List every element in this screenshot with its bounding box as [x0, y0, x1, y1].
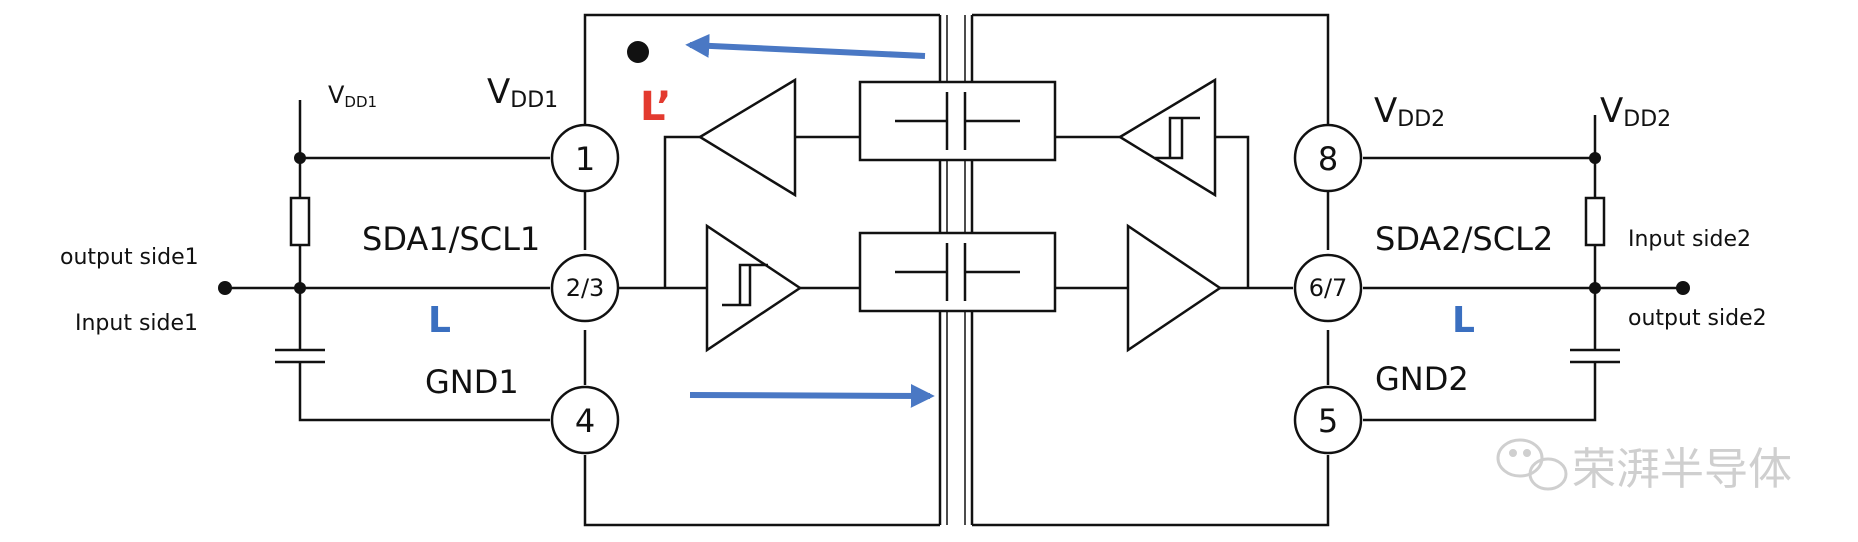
- pin-4: [550, 385, 620, 455]
- input-side1-label: Input side1: [75, 311, 198, 336]
- schmitt-hysteresis-icon: [722, 263, 768, 307]
- isolator-right-die-outline: [972, 13, 1330, 527]
- gnd1-label: GND1: [425, 363, 519, 401]
- buffer-left-top-icon: [697, 77, 797, 198]
- junction-dot: [294, 152, 306, 164]
- sda2-scl2-label: SDA2/SCL2: [1375, 220, 1553, 258]
- capacitor-coupler-bottom: [858, 231, 1057, 313]
- vdd1-label-left: VDD1: [328, 81, 377, 111]
- input-side2-label: Input side2: [1628, 227, 1751, 252]
- buffer-right-bottom-icon: [1126, 223, 1223, 353]
- pin-1: [550, 123, 620, 193]
- pin-6-7: [1293, 253, 1363, 323]
- schmitt-hysteresis-icon: [1155, 116, 1200, 160]
- pullup-resistor-right: [1584, 196, 1606, 247]
- signal-direction-arrow-leftward: [685, 33, 926, 59]
- pin-number: 4: [575, 402, 595, 440]
- vdd1-label-pin: VDD1: [487, 72, 558, 113]
- pin-8: [1293, 123, 1363, 193]
- junction-dot: [1589, 282, 1601, 294]
- vdd2-label-right: VDD2: [1600, 91, 1671, 132]
- ground-wire-left: [298, 362, 550, 422]
- l-label-left: L: [428, 300, 451, 341]
- pullup-resistor-left: [289, 196, 311, 247]
- junction-dot: [1589, 152, 1601, 164]
- terminal-dot-right: [1676, 281, 1690, 295]
- terminal-dot-left: [218, 281, 232, 295]
- pin-5: [1293, 385, 1363, 455]
- watermark-logo-icon: [1496, 438, 1568, 491]
- junction-dot: [294, 282, 306, 294]
- ground-wire-right: [1363, 362, 1597, 422]
- schmitt-buffer-left-bottom-icon: [705, 223, 803, 353]
- wire: [663, 135, 700, 288]
- pin-number: 5: [1318, 402, 1338, 440]
- gnd2-label: GND2: [1375, 360, 1469, 398]
- pin-number: 8: [1318, 140, 1338, 178]
- pin-number: 2/3: [566, 274, 605, 302]
- pin-2-3: [550, 253, 620, 323]
- l-label-right: L: [1452, 300, 1475, 341]
- output-side1-label: output side1: [60, 245, 199, 270]
- signal-direction-arrow-rightward: [689, 383, 935, 408]
- output-side2-label: output side2: [1628, 306, 1767, 331]
- pin-number: 1: [575, 140, 595, 178]
- sda1-scl1-label: SDA1/SCL1: [362, 220, 540, 258]
- wire: [1215, 135, 1250, 288]
- l-prime-label: L’: [640, 84, 671, 130]
- marker-dot: [627, 41, 649, 63]
- watermark-text: 荣湃半导体: [1572, 444, 1792, 495]
- vdd2-label-pin: VDD2: [1374, 91, 1445, 132]
- schmitt-buffer-right-top-icon: [1117, 77, 1217, 198]
- pin-number: 6/7: [1309, 274, 1348, 302]
- capacitor-coupler-top: [858, 80, 1057, 162]
- isolator-left-die-outline: [583, 13, 940, 527]
